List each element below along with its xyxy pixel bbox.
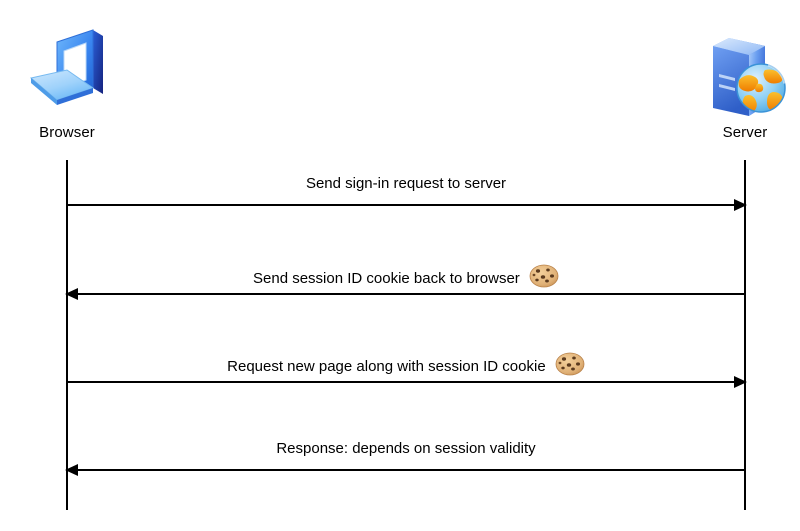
arrowhead-right-icon (734, 376, 747, 388)
cookie-icon (555, 351, 585, 383)
laptop-icon (17, 22, 117, 122)
lifeline-browser (66, 160, 68, 510)
actor-server: Server (675, 22, 800, 142)
message-2-label: Send session ID cookie back to browser (66, 263, 746, 295)
lifeline-server (744, 160, 746, 510)
message-1-text: Send sign-in request to server (305, 175, 507, 192)
message-1-line (66, 204, 746, 206)
message-3-label: Request new page along with session ID c… (66, 351, 746, 383)
actor-label-server: Server (722, 124, 768, 141)
message-4-label: Response: depends on session validity (66, 439, 746, 459)
message-1-label: Send sign-in request to server (66, 174, 746, 194)
arrowhead-left-icon (65, 464, 78, 476)
actor-browser: Browser (0, 22, 137, 142)
arrowhead-right-icon (734, 199, 747, 211)
message-4-line (66, 469, 746, 471)
message-4-text: Response: depends on session validity (276, 440, 536, 457)
message-2-line (66, 293, 746, 295)
message-3-line (66, 381, 746, 383)
arrowhead-left-icon (65, 288, 78, 300)
message-2-text: Send session ID cookie back to browser (253, 270, 520, 287)
message-3-text: Request new page along with session ID c… (227, 358, 546, 375)
actor-label-browser: Browser (39, 124, 95, 141)
server-globe-icon (695, 22, 795, 122)
cookie-icon (529, 263, 559, 295)
